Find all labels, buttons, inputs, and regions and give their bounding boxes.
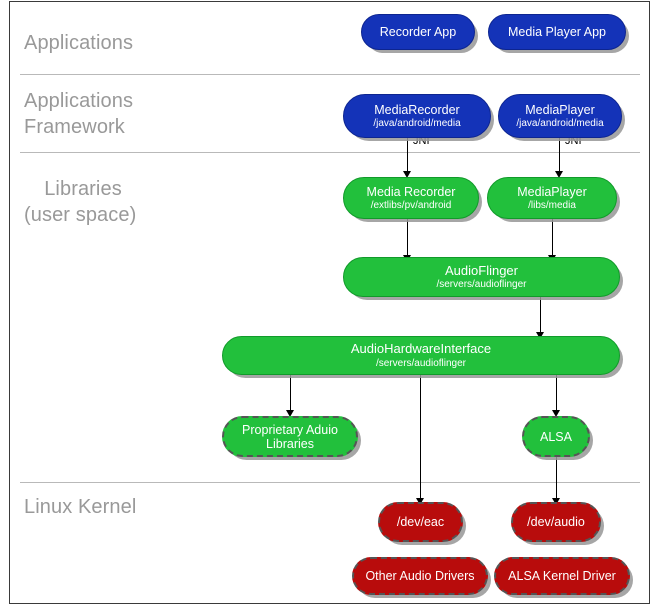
node-proprietary-audio-libraries-title: Proprietary Aduio [242, 422, 338, 437]
node-alsa-kernel-driver-title: ALSA Kernel Driver [508, 569, 616, 583]
node-audioflinger[interactable]: AudioFlinger /servers/audioflinger [343, 257, 620, 297]
node-proprietary-audio-libraries[interactable]: Proprietary Aduio Libraries [222, 416, 358, 457]
node-audioflinger-title: AudioFlinger [445, 262, 518, 278]
connector-ahi-to-dev-eac [420, 375, 421, 501]
layer-label-libraries: Libraries (user space) [24, 178, 137, 226]
edge-label-jni-recorder: JNI [413, 135, 430, 147]
node-alsa[interactable]: ALSA [522, 416, 590, 457]
layer-label-applications-framework: Applications Framework [24, 90, 134, 138]
node-alsa-title: ALSA [540, 429, 572, 444]
node-media-player-app-title: Media Player App [508, 25, 606, 39]
arrowhead-proprietary-audio-libraries [285, 410, 294, 417]
node-dev-eac-title: /dev/eac [396, 515, 445, 529]
edge-label-jni-player: JNI [565, 135, 582, 147]
node-other-audio-drivers-title: Other Audio Drivers [365, 569, 475, 583]
layer-label-linux-kernel: Linux Kernel [24, 496, 137, 518]
node-recorder-app[interactable]: Recorder App [361, 14, 475, 50]
node-mediarecorder-framework-path: /java/android/media [373, 117, 461, 129]
node-dev-audio-title: /dev/audio [527, 515, 585, 529]
node-mediarecorder-framework[interactable]: MediaRecorder /java/android/media [343, 94, 491, 138]
connector-audioflinger-to-audiohardwareinterface [540, 297, 541, 335]
arrowhead-alsa [551, 410, 560, 417]
node-audioflinger-path: /servers/audioflinger [436, 279, 527, 291]
connector-mediarecorder-to-media-recorder-lib [407, 138, 408, 174]
connector-media-recorder-lib-to-audioflinger [407, 219, 408, 258]
node-alsa-kernel-driver[interactable]: ALSA Kernel Driver [494, 557, 630, 595]
connector-mediaplayer-lib-to-audioflinger [552, 219, 553, 258]
node-media-player-app[interactable]: Media Player App [488, 14, 626, 50]
node-recorder-app-title: Recorder App [379, 25, 457, 39]
arrowhead-media-recorder-lib [402, 171, 411, 178]
divider-libraries [20, 482, 640, 483]
divider-applications [20, 74, 640, 75]
node-mediaplayer-lib[interactable]: MediaPlayer /libs/media [487, 177, 617, 219]
node-audiohardwareinterface-path: /servers/audioflinger [375, 357, 467, 369]
connector-alsa-to-dev-audio [556, 457, 557, 501]
node-mediaplayer-lib-path: /libs/media [528, 199, 576, 211]
node-media-recorder-lib-path: /extlibs/pv/android [370, 199, 452, 211]
node-audiohardwareinterface-title: AudioHardwareInterface [350, 341, 492, 357]
node-other-audio-drivers[interactable]: Other Audio Drivers [352, 557, 488, 595]
node-mediaplayer-framework-path: /java/android/media [516, 117, 604, 129]
node-mediaplayer-lib-title: MediaPlayer [517, 184, 587, 199]
node-mediarecorder-framework-title: MediaRecorder [374, 102, 460, 117]
node-audiohardwareinterface[interactable]: AudioHardwareInterface /servers/audiofli… [222, 336, 620, 375]
node-media-recorder-lib-title: Media Recorder [366, 184, 456, 199]
node-mediaplayer-framework-title: MediaPlayer [525, 102, 595, 117]
node-proprietary-audio-libraries-subtitle: Libraries [266, 436, 314, 451]
layer-label-applications: Applications [24, 32, 134, 54]
node-dev-audio[interactable]: /dev/audio [511, 502, 601, 542]
node-mediaplayer-framework[interactable]: MediaPlayer /java/android/media [498, 94, 622, 138]
divider-applications-framework [20, 152, 640, 153]
node-dev-eac[interactable]: /dev/eac [378, 502, 463, 542]
node-media-recorder-lib[interactable]: Media Recorder /extlibs/pv/android [343, 177, 479, 219]
connector-ahi-to-proprietary-audio-libraries [290, 375, 291, 413]
connector-ahi-to-alsa [556, 375, 557, 413]
connector-mediaplayer-to-mediaplayer-lib [559, 138, 560, 174]
arrowhead-mediaplayer-lib [554, 171, 563, 178]
